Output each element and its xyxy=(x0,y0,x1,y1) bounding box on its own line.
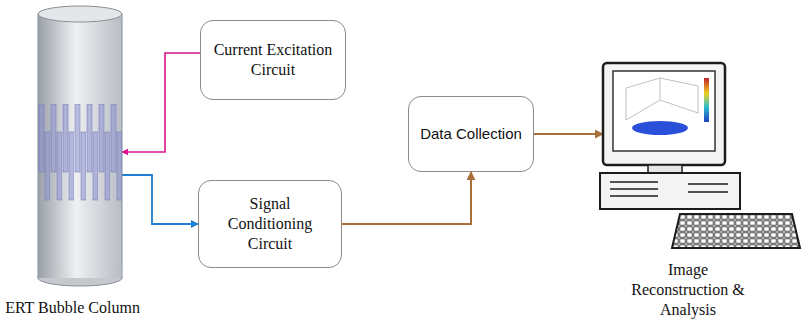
box-label: Data Collection xyxy=(420,124,522,144)
figure-caption: ERT Bubble Column xyxy=(5,298,140,318)
column-body-lower xyxy=(39,266,122,278)
box-label: Signal Conditioning Circuit xyxy=(209,194,331,254)
process-box: Current Excitation Circuit xyxy=(200,20,346,100)
signal-arrow xyxy=(342,172,471,224)
plot-grid xyxy=(626,78,698,120)
signal-arrow xyxy=(122,53,200,152)
drive-bays xyxy=(610,182,728,196)
signal-arrow xyxy=(122,175,198,224)
color-bar xyxy=(704,78,709,122)
process-box: Data Collection xyxy=(408,96,534,172)
column-top xyxy=(38,6,122,22)
screen xyxy=(613,71,715,151)
computer-illustration xyxy=(588,58,803,258)
keyboard xyxy=(672,214,800,248)
electrode-array xyxy=(38,104,122,204)
figure-caption: Image Reconstruction & Analysis xyxy=(628,260,748,320)
computer: Image Reconstruction & Analysis xyxy=(588,58,803,322)
bubble-column-illustration xyxy=(35,4,125,288)
plot-surface xyxy=(632,121,688,135)
column-body xyxy=(38,14,122,278)
desktop-case xyxy=(600,173,740,209)
process-box: Signal Conditioning Circuit xyxy=(198,180,342,268)
monitor xyxy=(603,63,725,165)
box-label: Current Excitation Circuit xyxy=(211,40,335,80)
bubble-column: ERT Bubble Column xyxy=(5,4,140,320)
signal-arrow xyxy=(534,133,603,135)
monitor-stand xyxy=(648,165,682,173)
